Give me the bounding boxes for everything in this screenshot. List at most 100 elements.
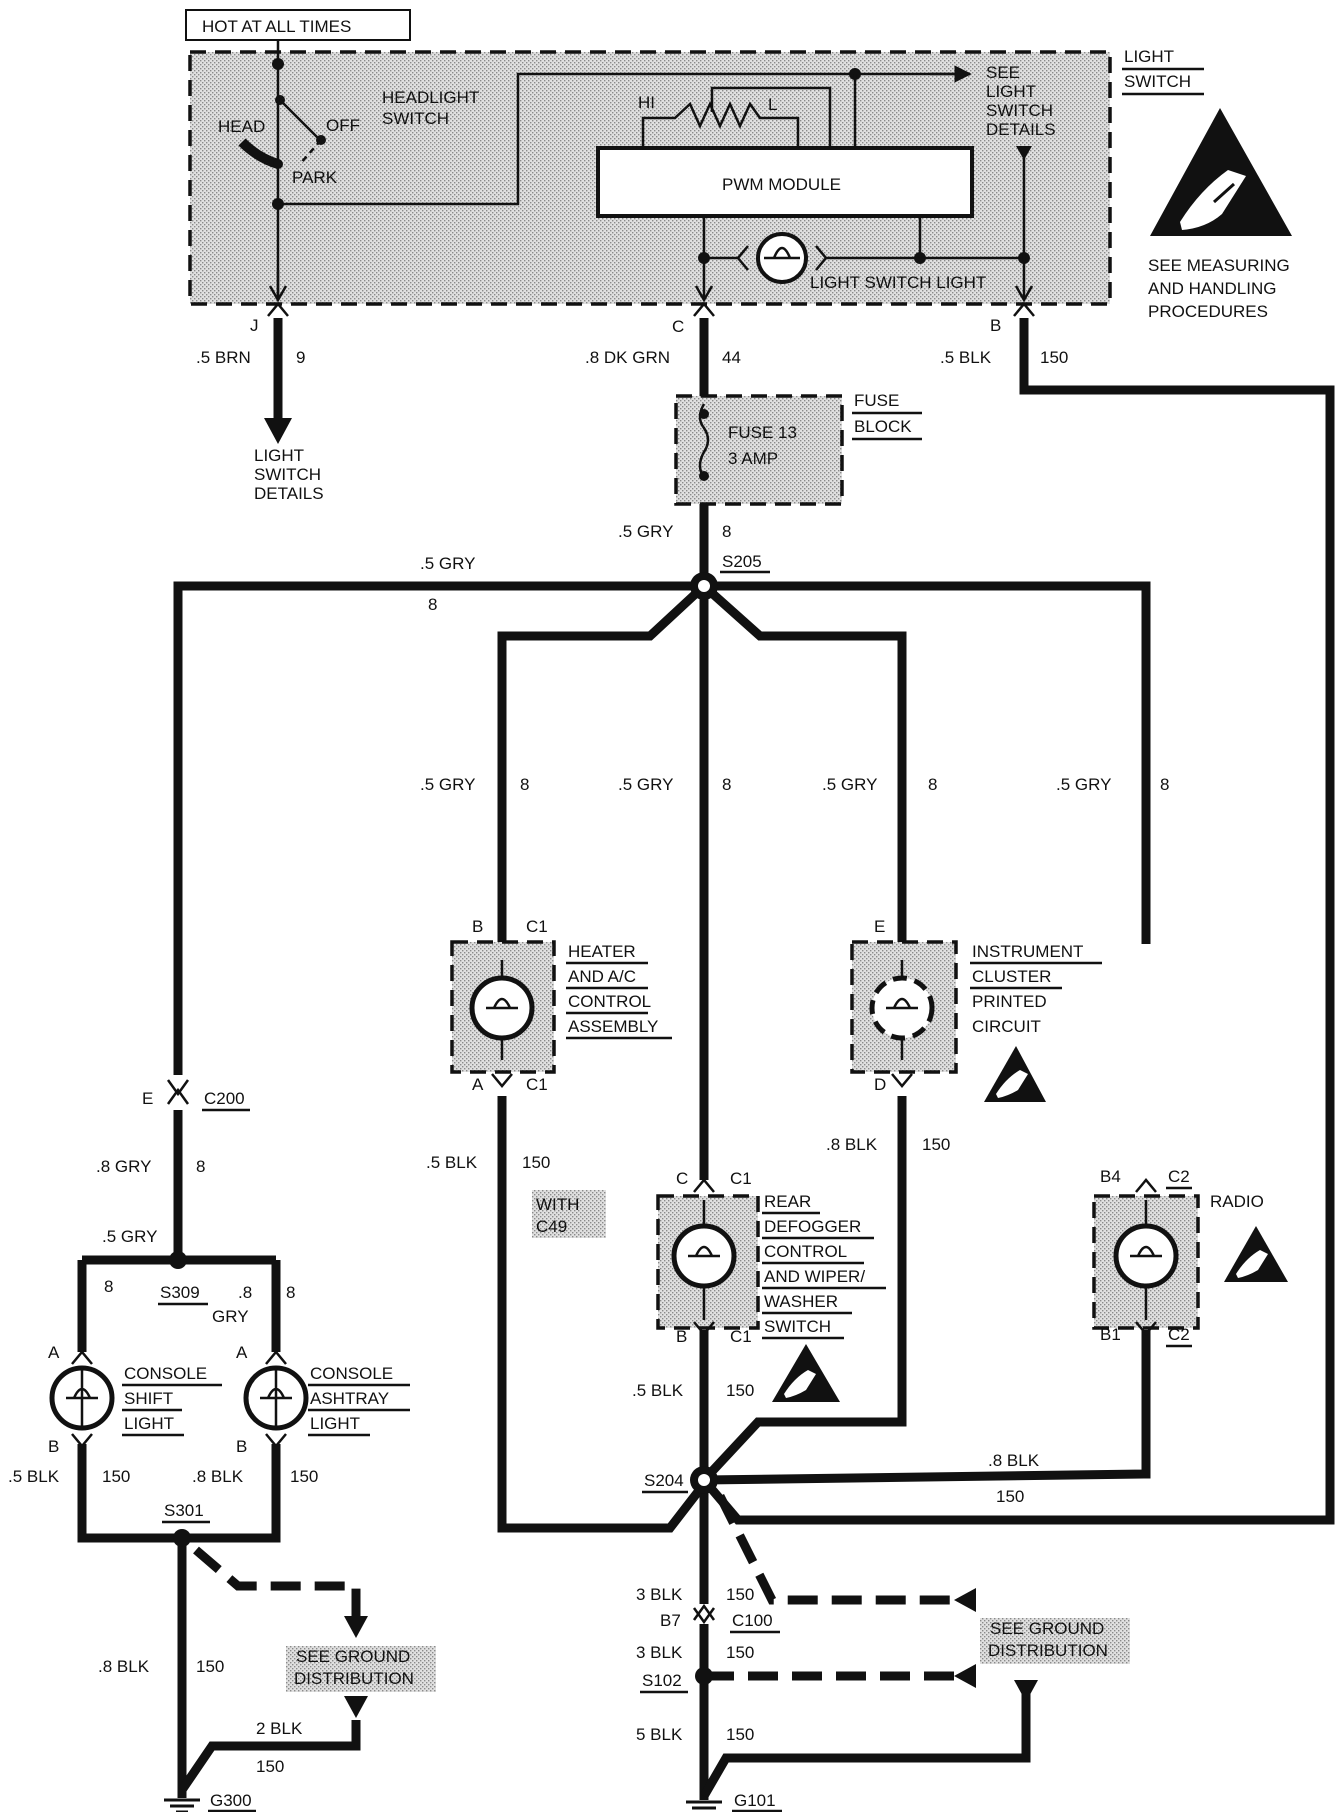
fuse-block: FUSE 13 3 AMP FUSE BLOCK	[674, 391, 922, 506]
circuit-9: 9	[296, 348, 305, 367]
circuit-8-ashtray: 8	[286, 1283, 295, 1302]
rear-esd-icon	[772, 1344, 840, 1402]
c100-s102	[692, 1603, 716, 1685]
conn-c: C	[672, 317, 684, 336]
light-details-3: DETAILS	[254, 484, 324, 503]
hot-at-all-times-label: HOT AT ALL TIMES	[202, 17, 351, 36]
see-measuring-2: AND HANDLING	[1148, 279, 1276, 298]
wire-5blk-rear: .5 BLK	[632, 1381, 684, 1400]
circuit-150-ashtray: 150	[290, 1467, 318, 1486]
light-details-2: SWITCH	[254, 465, 321, 484]
rear-c1-top: C1	[730, 1169, 752, 1188]
circuit-150-radio: 150	[996, 1487, 1024, 1506]
wire-5gry-heater: .5 GRY	[420, 775, 475, 794]
circuit-8-fuse: 8	[722, 522, 731, 541]
c200-label: C200	[204, 1089, 245, 1108]
fuse-block-label-1: FUSE	[854, 391, 899, 410]
rear-defogger-control	[656, 1178, 840, 1402]
shift-pin-a: A	[48, 1343, 60, 1362]
wire-8blk-radio: .8 BLK	[988, 1451, 1040, 1470]
headlight-switch-label-2: SWITCH	[382, 109, 449, 128]
console-shift-label-2: SHIFT	[124, 1389, 173, 1408]
ground-distribution-lines	[193, 1493, 1038, 1740]
pwm-module-label: PWM MODULE	[722, 175, 841, 194]
dimmer-and-pwm: HI L PWM MODULE LIGHT SWITCH LIGHT	[596, 68, 1034, 303]
circuit-150-rear: 150	[726, 1381, 754, 1400]
s102-label: S102	[642, 1671, 682, 1690]
off-label: OFF	[326, 116, 360, 135]
cluster-label-4: CIRCUIT	[972, 1017, 1041, 1036]
heater-pin-a: A	[472, 1075, 484, 1094]
g101-label: G101	[734, 1791, 776, 1810]
circuit-150-cluster: 150	[922, 1135, 950, 1154]
see-ground-shade-left	[286, 1646, 436, 1692]
cluster-label-2: CLUSTER	[972, 967, 1051, 986]
see-light-details-1: SEE	[986, 63, 1020, 82]
s205-label: S205	[722, 552, 762, 571]
light-details-1: LIGHT	[254, 446, 304, 465]
radio-c2-top: C2	[1168, 1167, 1190, 1186]
circuit-8-center: 8	[722, 775, 731, 794]
circuit-150-3blk-upper: 150	[726, 1585, 754, 1604]
wire-3blk-upper: 3 BLK	[636, 1585, 683, 1604]
ground-g300-icon	[164, 1798, 200, 1812]
rear-label-3: CONTROL	[764, 1242, 847, 1261]
wire-labels: .5 BRN 9 LIGHT SWITCH DETAILS .8 DK GRN …	[196, 348, 1169, 794]
circuit-44: 44	[722, 348, 741, 367]
circuit-8-left: 8	[428, 595, 437, 614]
cluster-label-1: INSTRUMENT	[972, 942, 1083, 961]
wire-5blk-top: .5 BLK	[940, 348, 992, 367]
fuse-13-label: FUSE 13	[728, 423, 797, 442]
g300-label: G300	[210, 1791, 252, 1810]
circuit-150-top: 150	[1040, 348, 1068, 367]
light-switch-light-label: LIGHT SWITCH LIGHT	[810, 273, 986, 292]
circuit-8-shift: 8	[104, 1277, 113, 1296]
wire-8gry-console: .8 GRY	[96, 1157, 151, 1176]
with-c49-shade	[532, 1190, 606, 1238]
instrument-cluster	[850, 938, 1046, 1102]
wire-8blk-cluster: .8 BLK	[826, 1135, 878, 1154]
see-light-details-3: SWITCH	[986, 101, 1053, 120]
park-label: PARK	[292, 168, 338, 187]
rear-pin-c: C	[676, 1169, 688, 1188]
heater-label-4: ASSEMBLY	[568, 1017, 658, 1036]
wire-5gry-cluster: .5 GRY	[822, 775, 877, 794]
s204-label: S204	[644, 1471, 684, 1490]
wire-5brn: .5 BRN	[196, 348, 251, 367]
heater-label-3: CONTROL	[568, 992, 651, 1011]
wire-8blk-ashtray: .8 BLK	[192, 1467, 244, 1486]
see-ground-left-2: DISTRIBUTION	[294, 1669, 414, 1688]
rear-label-2: DEFOGGER	[764, 1217, 861, 1236]
c200-pin-e: E	[142, 1089, 153, 1108]
circuit-150-g101: 150	[726, 1725, 754, 1744]
component-labels: B C1 HEATER AND A/C CONTROL ASSEMBLY A C…	[8, 917, 1264, 1812]
rear-pin-b: B	[676, 1327, 687, 1346]
with-label: WITH	[536, 1195, 579, 1214]
cluster-pin-d: D	[874, 1075, 886, 1094]
c100-pin-b7: B7	[660, 1611, 681, 1630]
esd-warning-icon	[1150, 108, 1292, 236]
heater-c1-bottom: C1	[526, 1075, 548, 1094]
wire-8dkgrn: .8 DK GRN	[585, 348, 670, 367]
headlight-switch: HEADLIGHT SWITCH HEAD OFF PARK	[218, 40, 972, 303]
wire-5gry-radio: .5 GRY	[1056, 775, 1111, 794]
circuit-150-2blk: 150	[256, 1757, 284, 1776]
radio	[1092, 1178, 1288, 1336]
light-switch-connectors: J C B	[250, 302, 1035, 336]
ground-g101-icon	[686, 1800, 722, 1810]
c49-label: C49	[536, 1217, 567, 1236]
rear-label-1: REAR	[764, 1192, 811, 1211]
radio-pin-b1: B1	[1100, 1325, 1121, 1344]
hot-at-all-times-box	[185, 9, 411, 41]
wire-8-ashtray: .8	[238, 1283, 252, 1302]
radio-label: RADIO	[1210, 1192, 1264, 1211]
headlight-switch-label-1: HEADLIGHT	[382, 88, 479, 107]
radio-pin-b4: B4	[1100, 1167, 1121, 1186]
ashtray-pin-b: B	[236, 1437, 247, 1456]
heater-ac-control	[450, 938, 556, 1088]
cluster-label-3: PRINTED	[972, 992, 1047, 1011]
l-label: L	[768, 95, 777, 114]
conn-b: B	[990, 316, 1001, 335]
wire-5blk-shift: .5 BLK	[8, 1467, 60, 1486]
